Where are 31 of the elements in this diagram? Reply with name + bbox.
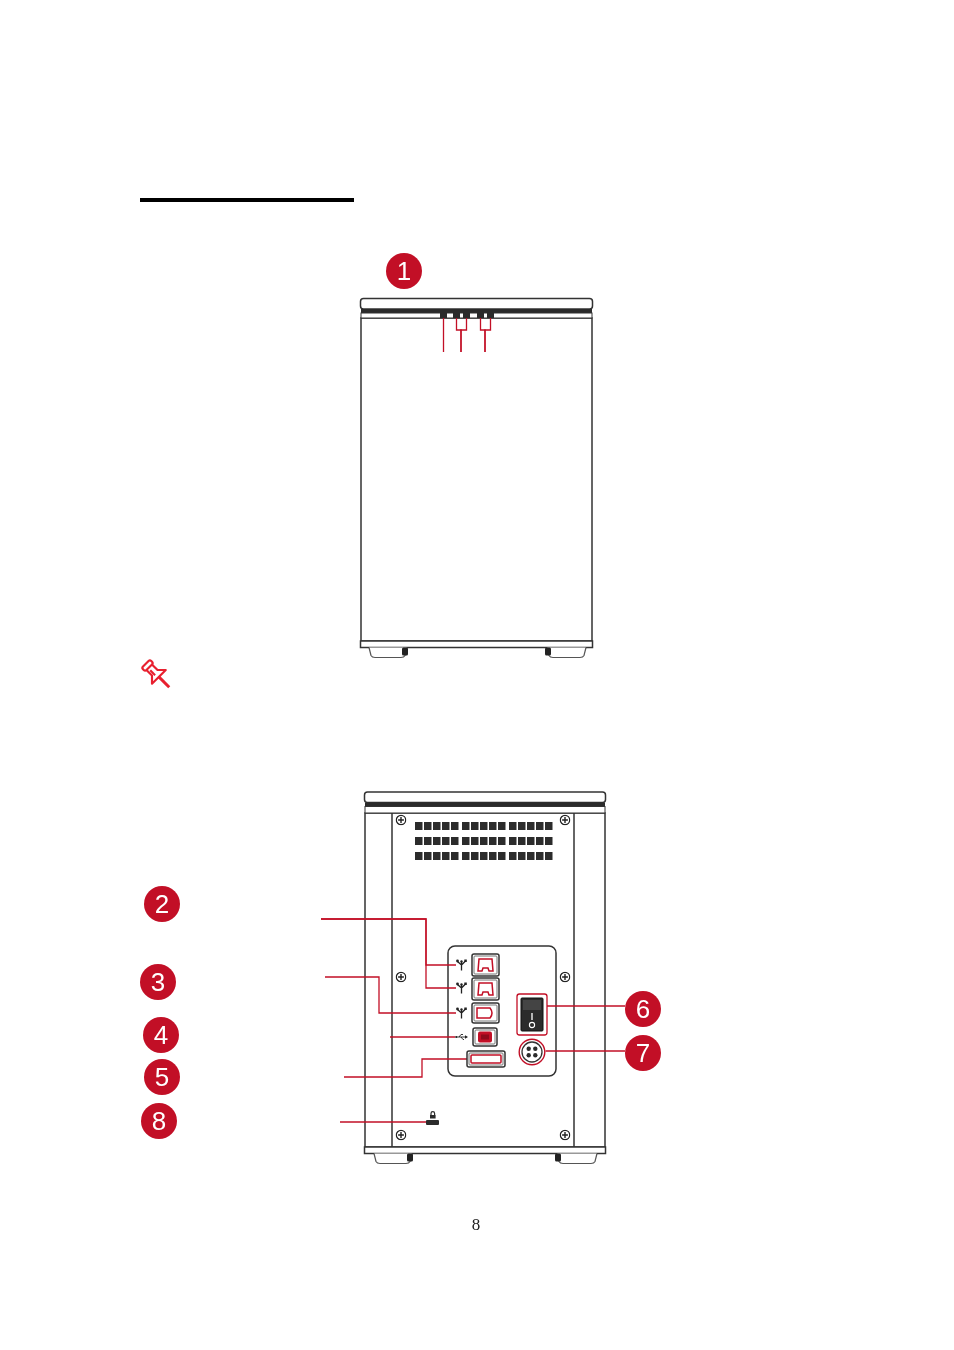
leader-line [343, 1058, 468, 1078]
esata-port [466, 1050, 506, 1068]
callout-number: 8 [141, 1103, 177, 1139]
power-switch [516, 993, 548, 1036]
led-indicator [477, 312, 484, 318]
power-socket [518, 1038, 546, 1066]
callout-number: 7 [625, 1035, 661, 1071]
usb-port [455, 1027, 498, 1047]
leader-line [339, 1121, 427, 1123]
led-indicator [453, 312, 460, 318]
callout-number: 3 [140, 964, 176, 1000]
callout-number: 6 [625, 991, 661, 1027]
callout-number: 4 [143, 1017, 179, 1053]
lock-slot-icon [426, 1111, 439, 1125]
page-number: 8 [470, 1215, 482, 1235]
led-indicator [463, 312, 470, 318]
leader-line [442, 317, 445, 353]
leader-line [320, 918, 457, 989]
leader-line [460, 317, 468, 353]
leader-line [324, 976, 457, 1014]
leader-line [484, 317, 492, 353]
ieee-1394-port [456, 1002, 500, 1024]
led-indicator [440, 312, 447, 318]
callout-number: 2 [144, 886, 180, 922]
callout-number: 1 [386, 253, 422, 289]
leader-line [544, 1050, 626, 1052]
ieee-1394-port [456, 977, 500, 1001]
callout-number: 5 [144, 1059, 180, 1095]
led-indicator [487, 312, 494, 318]
leader-line [389, 1036, 456, 1038]
ieee-1394-port [456, 953, 500, 977]
